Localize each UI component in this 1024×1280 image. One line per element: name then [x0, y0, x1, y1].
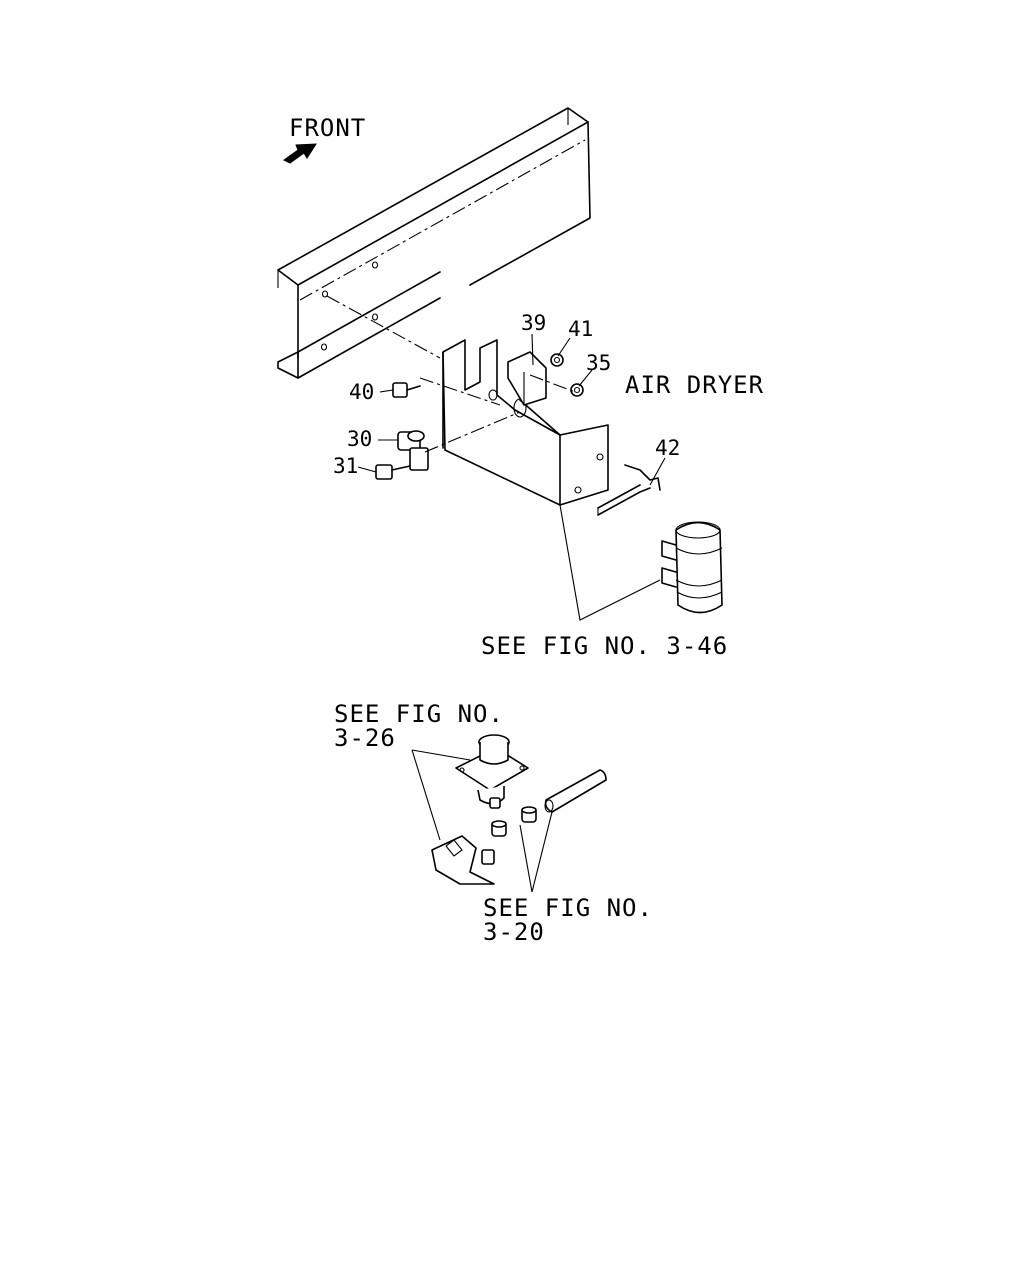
part-39-plate	[507, 351, 547, 406]
part-30-valve	[397, 411, 521, 471]
leader-41	[557, 337, 571, 357]
callout-35: 35	[586, 351, 611, 375]
leader-39	[531, 333, 534, 366]
see-fig-3-20-line2: 3-20	[483, 918, 545, 946]
leader-42	[649, 457, 666, 486]
callout-31: 31	[333, 454, 358, 478]
part-35-nut	[570, 383, 584, 397]
front-arrow-icon	[283, 143, 317, 164]
leader-35	[578, 369, 593, 387]
brake-valve-assembly	[431, 734, 607, 885]
see-fig-3-46-label: SEE FIG NO. 3-46	[481, 632, 728, 660]
frame-rail	[277, 107, 591, 379]
mounting-bracket	[442, 339, 609, 506]
part-42-strap	[597, 464, 661, 516]
callout-42: 42	[655, 436, 680, 460]
callout-41: 41	[568, 317, 593, 341]
air-dryer-label: AIR DRYER	[625, 371, 764, 399]
callout-30: 30	[347, 427, 372, 451]
callout-39: 39	[521, 311, 546, 335]
see-fig-3-26-line2: 3-26	[334, 724, 396, 752]
part-31-bolt	[375, 464, 411, 480]
front-label: FRONT	[289, 114, 366, 142]
leader-31	[357, 466, 377, 473]
see-fig-3-26-line1: SEE FIG NO.	[334, 700, 504, 728]
air-dryer-canister	[661, 521, 723, 614]
callout-40: 40	[349, 380, 374, 404]
leader-40	[379, 389, 394, 393]
part-41-nut	[550, 353, 564, 367]
see-fig-3-20-line1: SEE FIG NO.	[483, 894, 653, 922]
